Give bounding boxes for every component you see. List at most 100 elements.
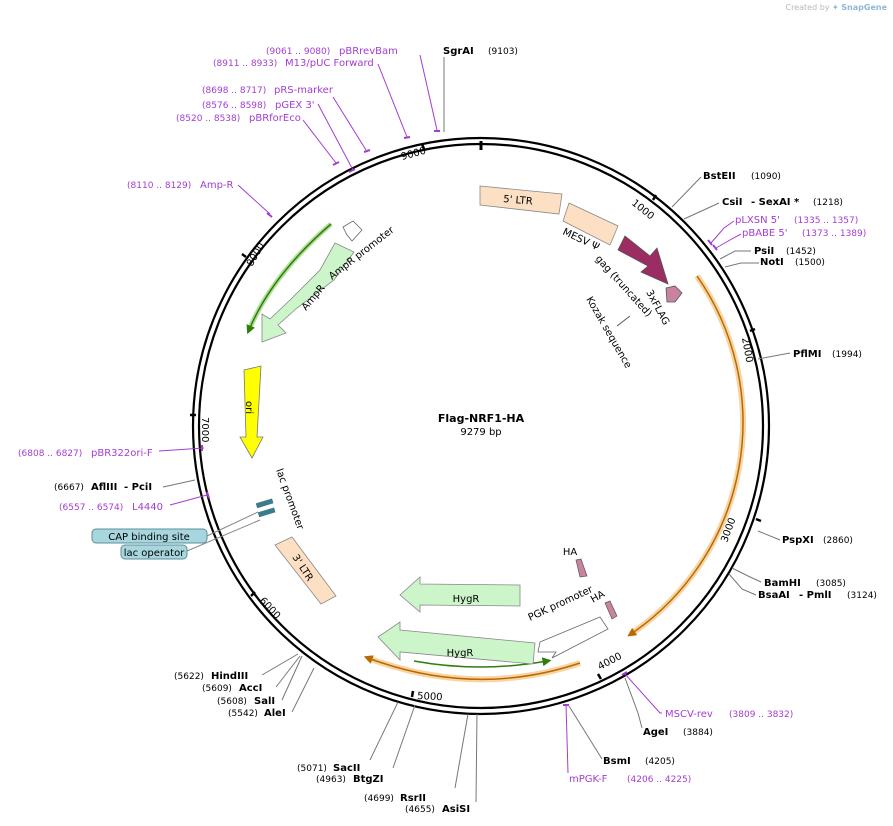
lac-operator-leader [186, 519, 261, 552]
enzyme-hindiii[interactable]: (5622) HindIII [174, 671, 248, 682]
enzyme-csii-name: CsiI [722, 197, 742, 208]
plasmid-length: 9279 bp [460, 427, 501, 438]
enzyme-bsteii[interactable]: BstEII (1090) [703, 171, 781, 182]
enzyme-pspxi-name: PspXI [782, 535, 814, 546]
enzyme-afliii-extra: - PciI [124, 482, 152, 493]
feature-ha-1-label: HA [563, 547, 578, 558]
feature-ha-2[interactable] [604, 600, 618, 620]
enzyme-bamhi[interactable]: BamHI (3085) [764, 578, 846, 589]
feature-ori[interactable] [239, 365, 264, 459]
feature-ampr-promoter[interactable] [342, 220, 363, 242]
primer-pbrforeco[interactable]: (8520 .. 8538) pBRforEco [176, 113, 301, 124]
enzyme-bsaai-pos: (3124) [847, 591, 877, 601]
primer-pgex-3[interactable]: (8576 .. 8598) pGEX 3' [202, 100, 315, 111]
primer-m13-puc-forward[interactable]: (8911 .. 8933) M13/pUC Forward [213, 58, 374, 69]
enzyme-bsmi-pos: (4205) [645, 757, 675, 767]
feature-hygr-top[interactable] [399, 576, 521, 613]
primer-pbrforeco-range: (8520 .. 8538) [176, 114, 240, 124]
enzyme-btgzi[interactable]: (4963) BtgZI [316, 774, 384, 785]
primer-markers [201, 130, 718, 706]
position-ticks [190, 143, 762, 698]
enzyme-alei[interactable]: (5542) AleI [228, 708, 286, 719]
enzyme-asisi-name: AsiSI [442, 804, 470, 815]
primer-l4440[interactable]: (6557 .. 6574) L4440 [59, 502, 163, 513]
feature-ori-label: ori [243, 401, 254, 414]
feature-5-ltr-label: 5' LTR [503, 194, 533, 208]
feature-lac-promoter-label: lac promoter [273, 467, 306, 532]
cap-site-leader [206, 511, 259, 537]
snapgene-logo-icon: ✦ [832, 3, 839, 12]
primer-prs-marker[interactable]: (8698 .. 8717) pRS-marker [202, 85, 334, 96]
cap-binding-site-label: CAP binding site [108, 532, 190, 543]
feature-3xflag[interactable] [665, 285, 683, 303]
primer-m13-range: (8911 .. 8933) [213, 59, 277, 69]
enzyme-bsmi[interactable]: BsmI (4205) [603, 756, 675, 767]
enzyme-sgrai[interactable]: SgrAI (9103) [443, 46, 518, 57]
enzyme-pspxi-pos: (2860) [823, 536, 853, 546]
primer-pbr322ori-f[interactable]: (6808 .. 6827) pBR322ori-F [18, 448, 153, 459]
enzyme-pflmi-pos: (1994) [832, 350, 862, 360]
enzyme-sali-pos: (5608) [217, 697, 247, 707]
enzyme-pflmi-name: PflMI [793, 349, 821, 360]
enzyme-sacii-pos: (5071) [297, 764, 327, 774]
feature-hygr-bottom-label: HygR [447, 648, 474, 659]
credit-brand: SnapGene [841, 3, 887, 12]
feature-mesv-psi[interactable] [562, 202, 619, 246]
enzyme-bsaai-name: BsaAI [758, 590, 790, 601]
feature-pgk-promoter[interactable] [537, 616, 609, 659]
primer-pbrforeco-name: pBRforEco [249, 113, 301, 124]
lac-operator-box [120, 544, 188, 560]
orf-arc-ampr-line [246, 223, 332, 335]
enzyme-rsrii-pos: (4699) [364, 794, 394, 804]
feature-ampr[interactable] [261, 242, 355, 343]
primer-mpgk-f[interactable]: mPGK-F (4206 .. 4225) [569, 774, 691, 785]
enzyme-bamhi-name: BamHI [764, 578, 801, 589]
enzyme-csii[interactable]: CsiI - SexAI * (1218) [722, 197, 843, 208]
enzyme-sgrai-pos: (9103) [488, 47, 518, 57]
feature-5-ltr[interactable] [479, 185, 563, 215]
enzyme-bsaai[interactable]: BsaAI - PmlI (3124) [758, 590, 877, 601]
enzyme-asisi[interactable]: (4655) AsiSI [405, 804, 470, 815]
enzyme-afliii[interactable]: (6667) AflIII - PciI [54, 482, 152, 493]
feature-hygr-bottom[interactable] [377, 621, 536, 665]
enzyme-pspxi[interactable]: PspXI (2860) [782, 535, 853, 546]
primer-leaders [158, 54, 742, 774]
primer-pbabe-5-name: pBABE 5' [742, 228, 788, 239]
primer-pbabe-5[interactable]: pBABE 5' (1373 .. 1389) [742, 228, 866, 239]
primer-plxsn-5-range: (1335 .. 1357) [794, 216, 858, 226]
primer-plxsn-5[interactable]: pLXSN 5' (1335 .. 1357) [735, 215, 858, 226]
enzyme-leaders [162, 57, 791, 803]
enzyme-noti[interactable]: NotI (1500) [760, 257, 825, 268]
primer-pgex-3-name: pGEX 3' [275, 100, 315, 111]
enzyme-sali[interactable]: (5608) SalI [217, 696, 275, 707]
primer-mscv-rev[interactable]: MSCV-rev (3809 .. 3832) [665, 709, 793, 720]
enzyme-btgzi-pos: (4963) [316, 775, 346, 785]
feature-3-ltr[interactable] [274, 536, 337, 605]
primer-amp-r-name: Amp-R [200, 180, 234, 191]
primer-pbrrevbam-range: (9061 .. 9080) [266, 47, 330, 57]
enzyme-noti-name: NotI [760, 257, 784, 268]
enzyme-agei-name: AgeI [643, 727, 668, 738]
enzyme-psii[interactable]: PsiI (1452) [754, 246, 816, 257]
feature-gag-truncated[interactable] [617, 235, 669, 285]
enzyme-csii-extra: - SexAI * [751, 197, 800, 208]
enzyme-agei[interactable]: AgeI (3884) [643, 727, 713, 738]
feature-pgk-promoter-label: PGK promoter [527, 584, 596, 624]
enzyme-agei-pos: (3884) [683, 728, 713, 738]
enzyme-bsaai-extra: - PmlI [799, 590, 832, 601]
feature-ha-1[interactable] [575, 558, 588, 578]
enzyme-sacii[interactable]: (5071) SacII [297, 763, 360, 774]
enzyme-bamhi-pos: (3085) [816, 579, 846, 589]
primer-amp-r[interactable]: (8110 .. 8129) Amp-R [127, 180, 234, 191]
enzyme-acci[interactable]: (5609) AccI [202, 683, 262, 694]
primer-pbr322ori-f-name: pBR322ori-F [91, 448, 153, 459]
primer-pbrrevbam[interactable]: (9061 .. 9080) pBRrevBam [266, 46, 398, 57]
enzyme-rsrii[interactable]: (4699) RsrII [364, 793, 426, 804]
enzyme-hindiii-pos: (5622) [174, 672, 204, 682]
enzyme-csii-pos: (1218) [813, 198, 843, 208]
enzyme-pflmi[interactable]: PflMI (1994) [793, 349, 862, 360]
enzyme-psii-pos: (1452) [786, 247, 816, 257]
feature-kozak-mark [616, 315, 631, 327]
enzyme-rsrii-name: RsrII [400, 793, 426, 804]
